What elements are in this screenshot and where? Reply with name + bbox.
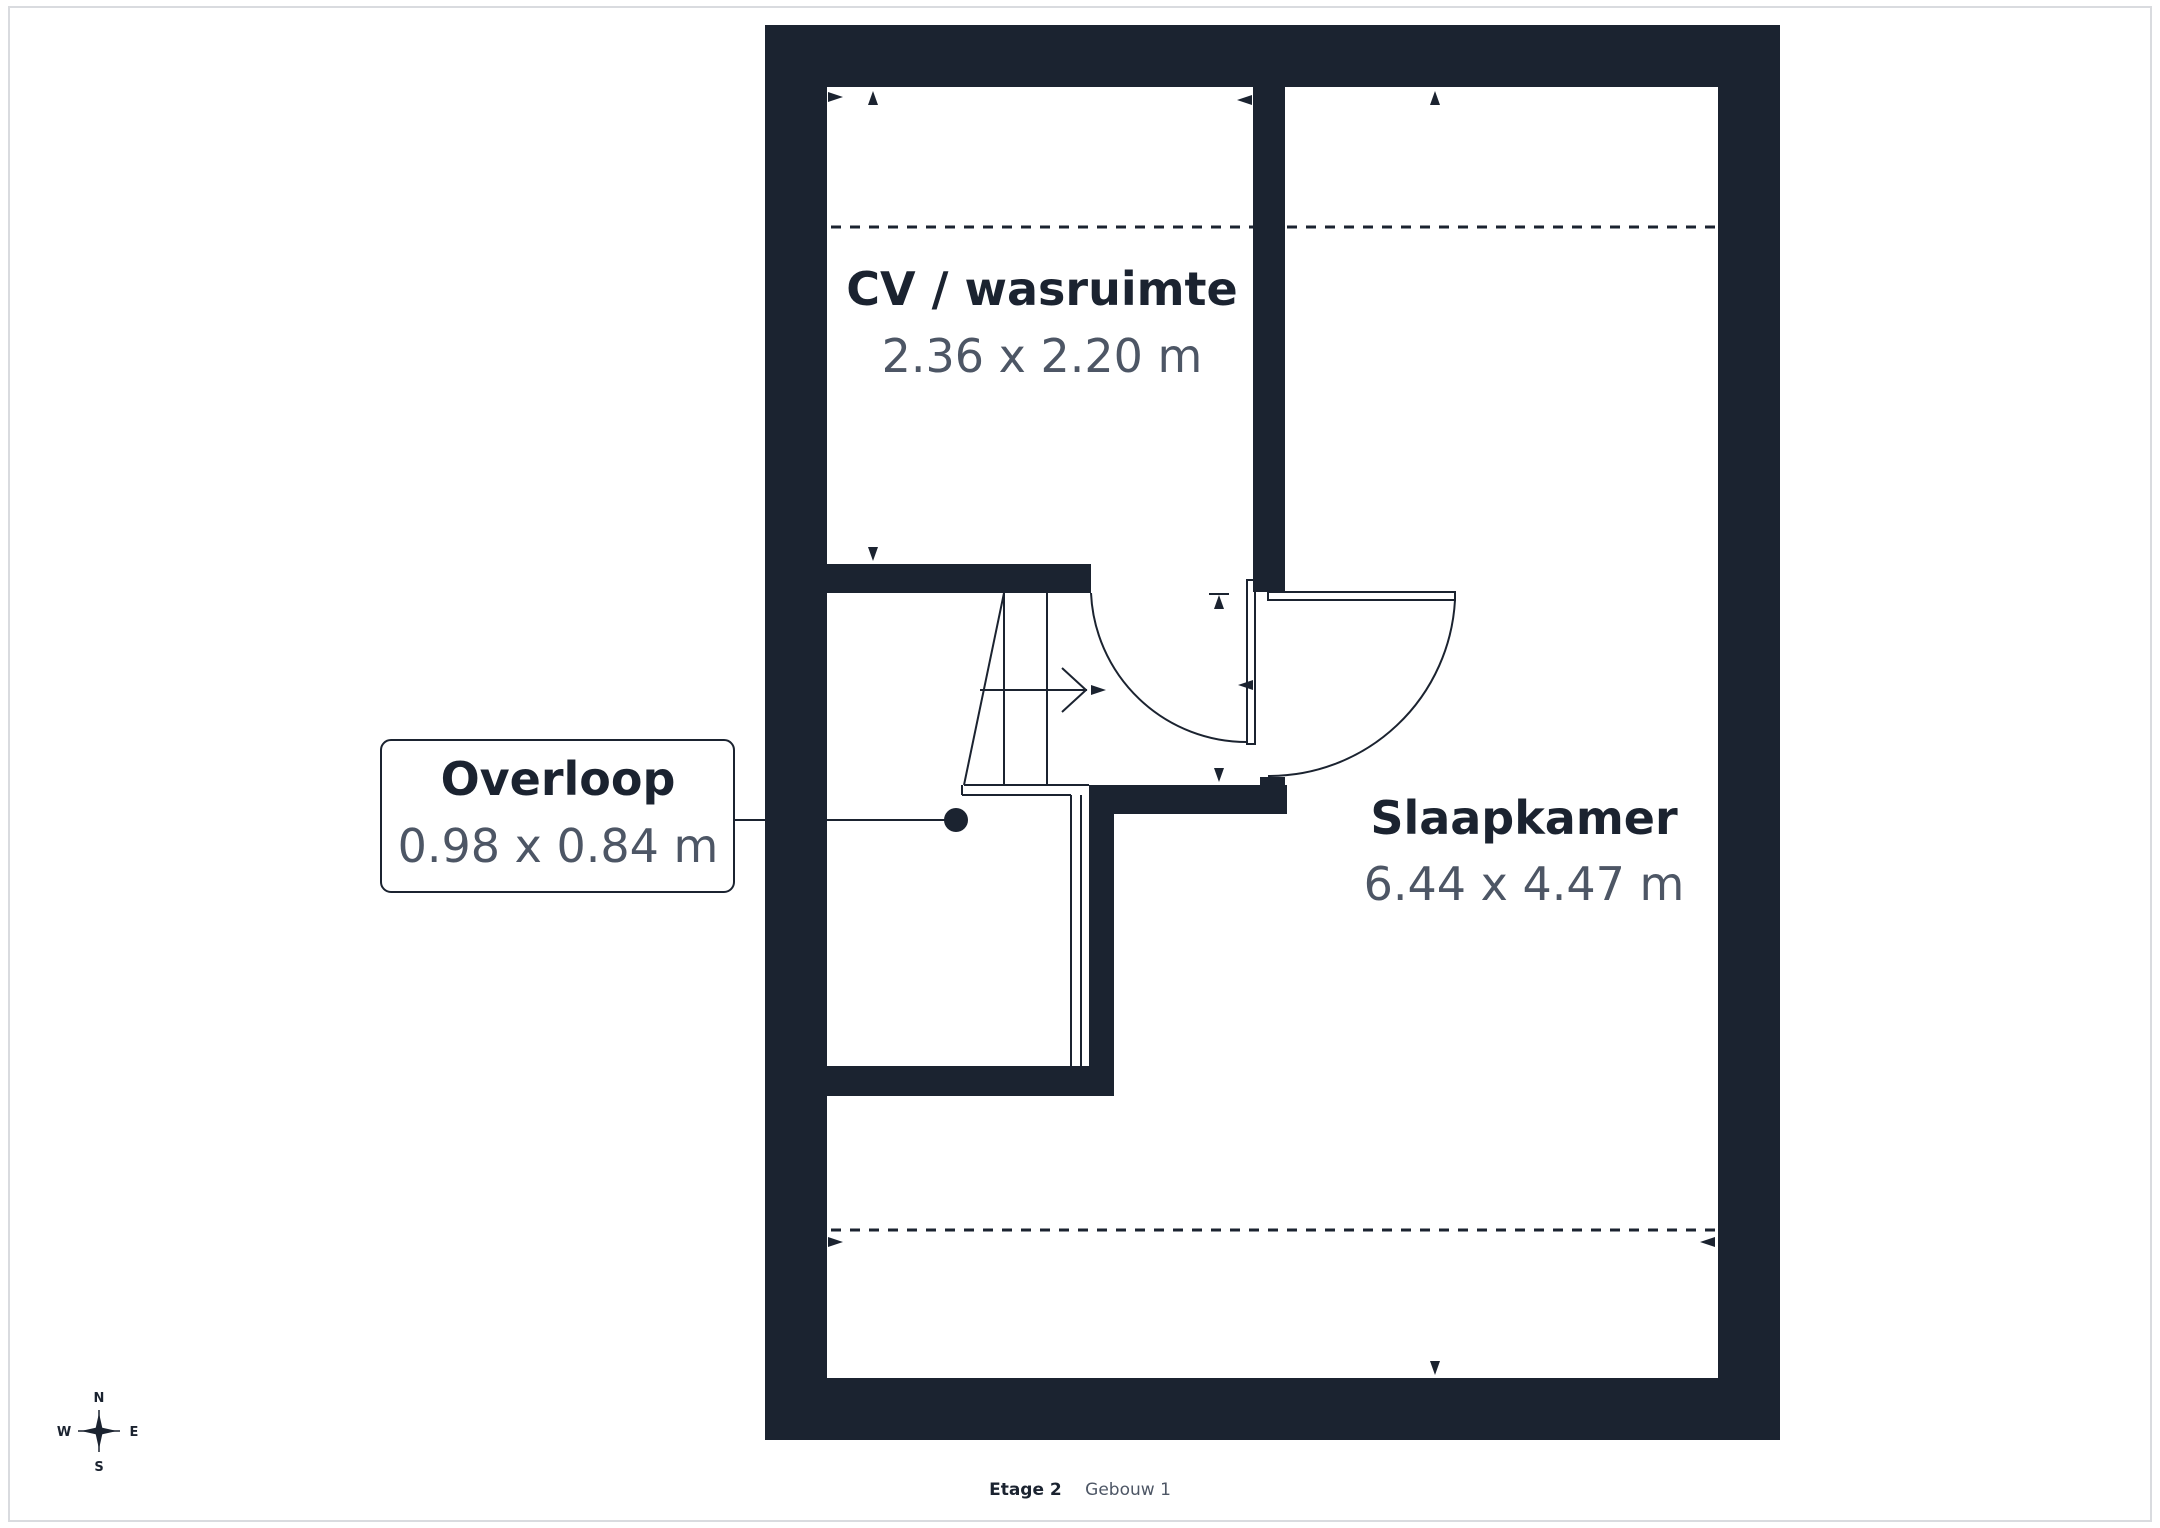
doors <box>1090 579 1456 778</box>
floor-label: Etage 2 <box>989 1480 1062 1500</box>
interior-walls <box>827 87 1287 1096</box>
cv-room-name: CV / wasruimte <box>846 262 1237 316</box>
slope-lines <box>831 225 1716 1232</box>
compass-north: N <box>94 1391 105 1406</box>
compass-west: W <box>57 1425 71 1440</box>
compass-east: E <box>130 1425 139 1440</box>
overloop-label-box <box>380 739 735 893</box>
overloop-callout: Overloop 0.98 x 0.84 m <box>380 739 968 893</box>
footer: Etage 2 Gebouw 1 <box>0 1480 2160 1500</box>
overloop-dimensions: 0.98 x 0.84 m <box>398 819 719 873</box>
page-border <box>8 6 2152 1522</box>
overloop-marker-dot <box>944 808 968 832</box>
staircase <box>961 592 1089 1066</box>
building-label: Gebouw 1 <box>1085 1480 1171 1500</box>
compass-icon: N S W E <box>57 1391 139 1475</box>
cv-room-dimensions: 2.36 x 2.20 m <box>882 329 1203 383</box>
slaapkamer-room-name: Slaapkamer <box>1370 791 1678 845</box>
outer-walls <box>765 25 1780 1440</box>
compass-south: S <box>94 1460 103 1475</box>
slaapkamer-room-dimensions: 6.44 x 4.47 m <box>1364 857 1685 911</box>
measure-markers <box>828 91 1715 1375</box>
overloop-name: Overloop <box>441 752 676 806</box>
